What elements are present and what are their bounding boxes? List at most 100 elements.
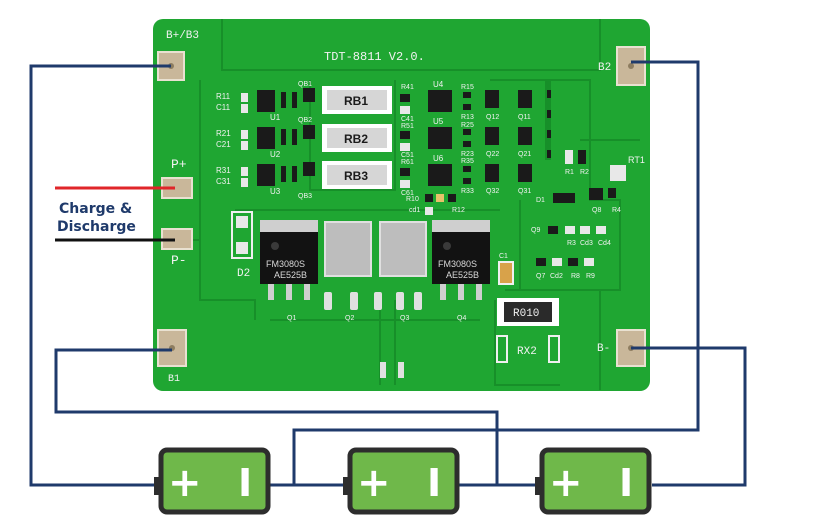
silk-r4: R4 [612, 207, 621, 214]
silk-r11: R11 [216, 92, 231, 101]
wiring [29, 60, 747, 487]
silk-u3: U3 [270, 187, 281, 196]
bare-mosfet-pads [324, 221, 427, 378]
legend-line-2: Discharge [57, 219, 136, 235]
silk-q8: Q8 [592, 207, 601, 214]
pad-b1 [157, 329, 187, 367]
label-rb2: RB2 [344, 132, 368, 146]
current-sense-resistor: R010 [496, 298, 560, 363]
silk-r31: R31 [216, 166, 231, 175]
silk-r9: R9 [586, 273, 595, 280]
diode-d2 [231, 211, 253, 259]
silk-c11: C11 [216, 103, 231, 112]
label-b-minus: B- [597, 343, 610, 355]
battery-1-minus: I [238, 461, 252, 505]
protection-ics [400, 80, 551, 188]
silk-q1: Q1 [287, 315, 296, 322]
silk-c41: C41 [401, 116, 414, 123]
label-b1: B1 [168, 374, 180, 385]
battery-3: + I [535, 447, 652, 515]
label-rb3: RB3 [344, 169, 368, 183]
battery-3-plus: + [549, 460, 583, 506]
silk-r51: R51 [401, 123, 414, 130]
silk-r23: R23 [461, 151, 474, 158]
small-parts-cluster [425, 150, 626, 285]
silk-c1: C1 [499, 253, 508, 260]
battery-1-plus: + [168, 460, 202, 506]
silk-q22: Q22 [486, 151, 499, 158]
mosfet-left-marking-2: AE525B [274, 270, 307, 280]
mosfet-left: FM3080S AE525B [260, 220, 318, 300]
silk-q2: Q2 [345, 315, 354, 322]
pad-b2 [616, 46, 646, 86]
silk-qb1: QB1 [298, 81, 312, 88]
silk-r10: R10 [406, 196, 419, 203]
silk-d2: D2 [237, 268, 250, 280]
silk-q3: Q3 [400, 315, 409, 322]
silk-q21: Q21 [518, 151, 531, 158]
battery-2-plus: + [357, 460, 391, 506]
wire-b3 [29, 64, 171, 487]
silk-c51: C51 [401, 152, 414, 159]
silk-r3: R3 [567, 240, 576, 247]
legend-line-1: Charge & [59, 201, 132, 217]
balance-resistor-rb3: RB3 [322, 161, 392, 189]
wire-b-minus [631, 346, 747, 487]
silk-r61: R61 [401, 159, 414, 166]
label-rx2: RX2 [517, 346, 537, 358]
balance-resistor-rb2: RB2 [322, 124, 392, 152]
battery-3-minus: I [619, 461, 633, 505]
silk-u5: U5 [433, 117, 444, 126]
mosfet-right: FM3080S AE525B [432, 220, 490, 300]
silk-r41: R41 [401, 84, 414, 91]
silk-r25: R25 [461, 122, 474, 129]
label-b-plus-b3: B+/B3 [166, 30, 199, 42]
cell-monitor-rows [241, 88, 315, 187]
silk-u1: U1 [270, 113, 281, 122]
label-p-minus: P- [171, 253, 187, 268]
silk-u6: U6 [433, 154, 444, 163]
silk-cd4: Cd4 [598, 240, 611, 247]
silk-r13: R13 [461, 114, 474, 121]
silk-cd3: Cd3 [580, 240, 593, 247]
silk-c61: C61 [401, 190, 414, 197]
pcb-board [153, 19, 650, 391]
silk-r8: R8 [571, 273, 580, 280]
silk-u4: U4 [433, 80, 444, 89]
label-b2: B2 [598, 62, 611, 74]
label-p-plus: P+ [171, 157, 187, 172]
silk-qb3: QB3 [298, 193, 312, 200]
mosfet-right-marking-1: FM3080S [438, 259, 477, 269]
label-rb1: RB1 [344, 94, 368, 108]
silk-c31: C31 [216, 177, 231, 186]
silk-q4: Q4 [457, 315, 466, 322]
silk-r12: R12 [452, 207, 465, 214]
silk-q7: Q7 [536, 273, 545, 280]
silk-rt1: RT1 [628, 155, 645, 165]
silk-cd2: Cd2 [550, 273, 563, 280]
silk-q31: Q31 [518, 188, 531, 195]
battery-1: + I [154, 447, 271, 515]
label-r010: R010 [513, 308, 539, 320]
silk-q11: Q11 [518, 114, 531, 121]
silk-r35: R35 [461, 158, 474, 165]
silk-r33: R33 [461, 188, 474, 195]
silk-d1: D1 [536, 197, 545, 204]
board-title: TDT-8811 V2.0. [324, 50, 425, 64]
battery-2: + I [343, 447, 460, 515]
silk-q9: Q9 [531, 227, 540, 234]
silk-q12: Q12 [486, 114, 499, 121]
battery-2-minus: I [427, 461, 441, 505]
silk-qb2: QB2 [298, 117, 312, 124]
silk-r1: R1 [565, 169, 574, 176]
silk-r21: R21 [216, 129, 231, 138]
mosfet-left-marking-1: FM3080S [266, 259, 305, 269]
balance-resistor-rb1: RB1 [322, 86, 392, 114]
silk-q32: Q32 [486, 188, 499, 195]
silk-cd1: cd1 [409, 207, 420, 214]
silk-r15: R15 [461, 84, 474, 91]
silk-c21: C21 [216, 140, 231, 149]
silk-u2: U2 [270, 150, 281, 159]
mosfet-right-marking-2: AE525B [446, 270, 479, 280]
